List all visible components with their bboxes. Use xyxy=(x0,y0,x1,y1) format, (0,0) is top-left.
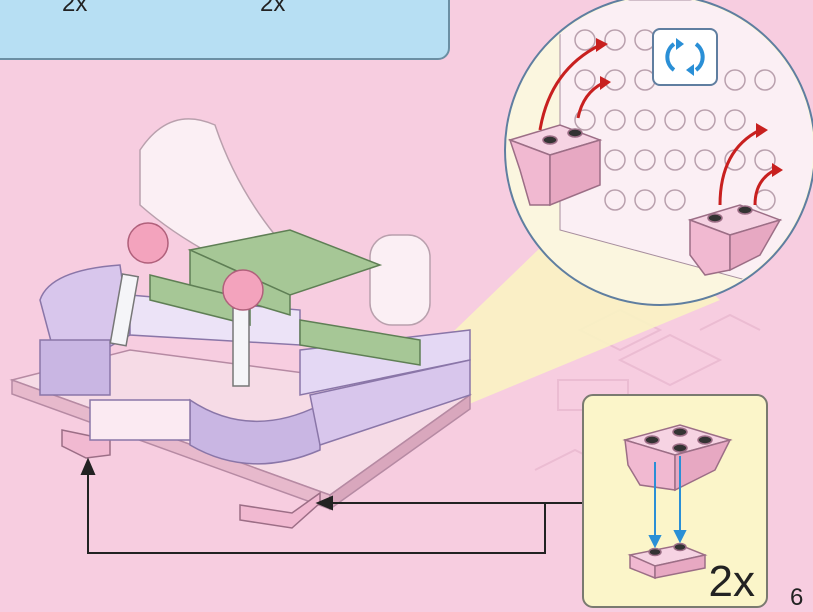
sub-assembly-quantity: 2x xyxy=(709,557,755,607)
page-number: 6 xyxy=(790,584,803,612)
zoom-slope-brick-right xyxy=(690,205,780,275)
rotate-icon xyxy=(652,28,718,86)
sub-assembly-box: 2x xyxy=(583,395,771,611)
